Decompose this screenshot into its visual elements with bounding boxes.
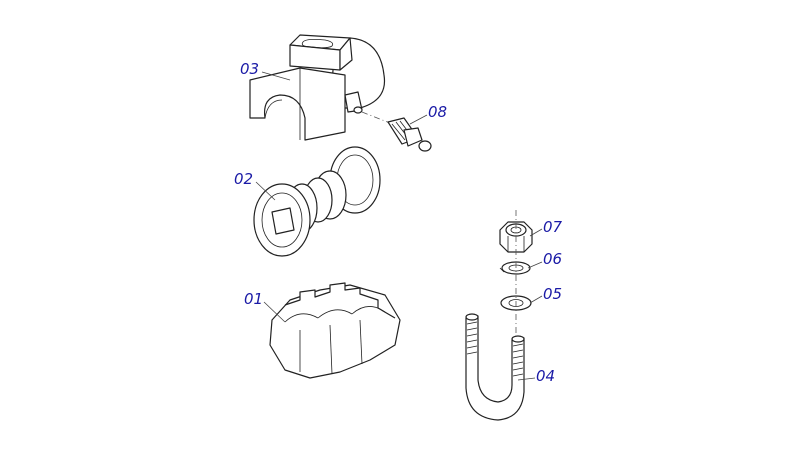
callout-01: 01 — [244, 290, 263, 308]
part-03-housing — [249, 34, 386, 141]
callout-04: 04 — [536, 367, 555, 385]
callout-07: 07 — [543, 218, 563, 236]
part-01-bearing-shells — [269, 282, 401, 379]
part-02-bush — [253, 146, 381, 257]
part-08-grease-nipple — [387, 117, 432, 152]
callout-08: 08 — [428, 103, 447, 121]
leader-lines — [255, 71, 543, 381]
part-04-u-bolt — [465, 313, 525, 421]
callout-06: 06 — [543, 250, 562, 268]
part-06-spring-washer — [499, 261, 531, 275]
callout-labels: 03 08 02 01 07 06 05 04 — [234, 60, 563, 385]
callout-03: 03 — [240, 60, 259, 78]
callout-05: 05 — [543, 285, 562, 303]
callout-02: 02 — [234, 170, 253, 188]
